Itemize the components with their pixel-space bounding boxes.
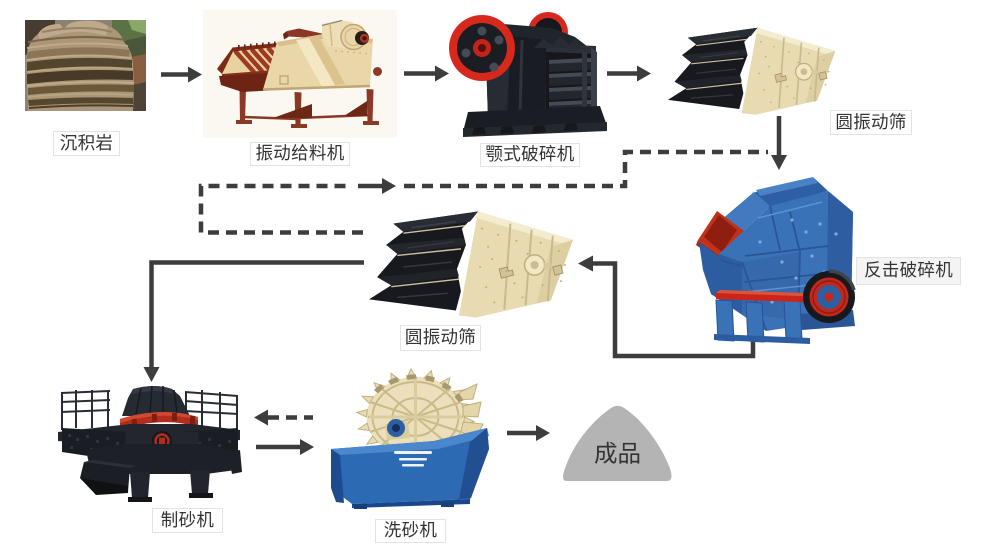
svg-text:成品: 成品 bbox=[594, 441, 641, 467]
